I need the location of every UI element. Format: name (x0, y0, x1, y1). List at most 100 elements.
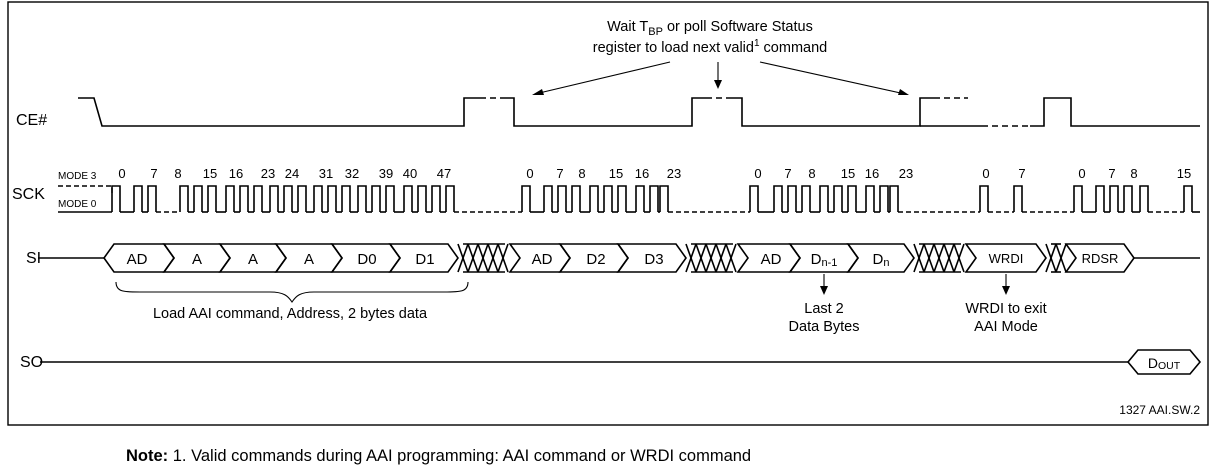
sck-pulse (179, 185, 189, 212)
sck-tick-label: 16 (865, 166, 879, 181)
sck-tick-label: 16 (635, 166, 649, 181)
sck-tick-label: 0 (754, 166, 761, 181)
sck-pulse (327, 185, 337, 212)
si-dn-label: Dn (873, 251, 890, 269)
si-field-wrdi (964, 243, 1047, 273)
sck-pulse (801, 185, 811, 212)
si-d2-label: D2 (586, 251, 605, 268)
diagram-border (7, 1, 1209, 426)
sck-pulse (833, 185, 843, 212)
so-dout-label: DOUT (1148, 355, 1181, 372)
si-a-label: A (248, 251, 258, 268)
sck-pulse (847, 185, 857, 212)
sck-tick-label: 23 (261, 166, 275, 181)
sck-tick-label: 15 (609, 166, 623, 181)
sck-tick-label: 0 (118, 166, 125, 181)
sck-tick-label: 23 (667, 166, 681, 181)
load-sequence-brace (115, 281, 469, 303)
sck-pulse (635, 185, 645, 212)
sck-pulse (879, 185, 889, 212)
sck-pulse (313, 185, 323, 212)
last2-line2: Data Bytes (789, 319, 860, 335)
sck-pulse (269, 185, 279, 212)
sck-tick-label: 7 (1108, 166, 1115, 181)
si-field-rdsr (1064, 243, 1135, 273)
sck-pulse (979, 185, 989, 212)
sck-pulse (1095, 185, 1105, 212)
sck-pulse (617, 185, 627, 212)
annotation-arrows (532, 61, 909, 95)
sck-tick-label: 8 (1130, 166, 1137, 181)
sck-pulse (773, 185, 783, 212)
si-rdsr-label: RDSR (1082, 251, 1119, 266)
sck-pulse (865, 185, 875, 212)
sck-pulse (603, 185, 613, 212)
so-field-dout (1126, 349, 1202, 375)
sck-pulse (819, 185, 829, 212)
si-ad-label: AD (761, 251, 782, 268)
mode0-label: MODE 0 (58, 199, 97, 210)
sck-pulse (417, 185, 427, 212)
sck-pulse (193, 185, 203, 212)
si-dont-care (457, 243, 509, 273)
sck-pulse (1109, 185, 1119, 212)
sck-pulse (253, 185, 263, 212)
sck-pulse (341, 185, 351, 212)
sck-tick-label: 7 (556, 166, 563, 181)
sck-pulse (111, 185, 121, 212)
si-field-dn (846, 243, 915, 273)
wait-note-line2: register to load next valid1 command (593, 38, 827, 56)
sck-pulse (1073, 185, 1083, 212)
si-bus (38, 243, 1200, 273)
si-dont-care (685, 243, 737, 273)
sck-tick-label: 7 (784, 166, 791, 181)
si-dont-care (1045, 243, 1067, 273)
figure-id: 1327 AAI.SW.2 (1119, 403, 1200, 417)
si-field-d1 (388, 243, 459, 273)
ce-waveform (78, 97, 1200, 127)
wrdi-exit-line1: WRDI to exit (965, 301, 1046, 317)
sck-pulse (1013, 185, 1023, 212)
si-dont-care (913, 243, 965, 273)
sck-tick-label: 0 (1078, 166, 1085, 181)
si-d1-label: D1 (415, 251, 434, 268)
mode3-label: MODE 3 (58, 171, 97, 182)
si-field-d3 (616, 243, 687, 273)
wrdi-exit-line2: AAI Mode (974, 319, 1038, 335)
sck-tick-label: 0 (526, 166, 533, 181)
sck-pulse (297, 185, 307, 212)
sck-tick-label: 40 (403, 166, 417, 181)
si-ad-label: AD (127, 251, 148, 268)
sck-tick-label: 0 (982, 166, 989, 181)
sck-pulse (239, 185, 249, 212)
sck-pulse (521, 185, 531, 212)
sck-pulse (445, 185, 455, 212)
sck-tick-label: 47 (437, 166, 451, 181)
sck-tick-label: 8 (808, 166, 815, 181)
sck-tick-label: 39 (379, 166, 393, 181)
sck-tick-label: 15 (1177, 166, 1191, 181)
sck-pulse (1183, 185, 1193, 212)
sck-tick-label: 32 (345, 166, 359, 181)
last2-line1: Last 2 (804, 301, 844, 317)
sck-pulse (225, 185, 235, 212)
sck-pulse (649, 185, 659, 212)
sck-tick-label: 24 (285, 166, 299, 181)
si-d0-label: D0 (357, 251, 376, 268)
sck-pulse (133, 185, 143, 212)
si-ad-label: AD (532, 251, 553, 268)
sck-pulse (749, 185, 759, 212)
sck-tick-label: 7 (1018, 166, 1025, 181)
si-wrdi-label: WRDI (989, 251, 1024, 266)
sck-tick-label: 8 (578, 166, 585, 181)
sck-pulse (283, 185, 293, 212)
sck-pulse (589, 185, 599, 212)
sck-tick-label: 16 (229, 166, 243, 181)
sck-pulse (147, 185, 157, 212)
sck-tick-label: 23 (899, 166, 913, 181)
si-dn-1-label: Dn-1 (811, 251, 838, 269)
ce-label: CE# (16, 112, 47, 129)
sck-clock-waveform (58, 185, 1200, 213)
sck-pulse (889, 185, 899, 212)
